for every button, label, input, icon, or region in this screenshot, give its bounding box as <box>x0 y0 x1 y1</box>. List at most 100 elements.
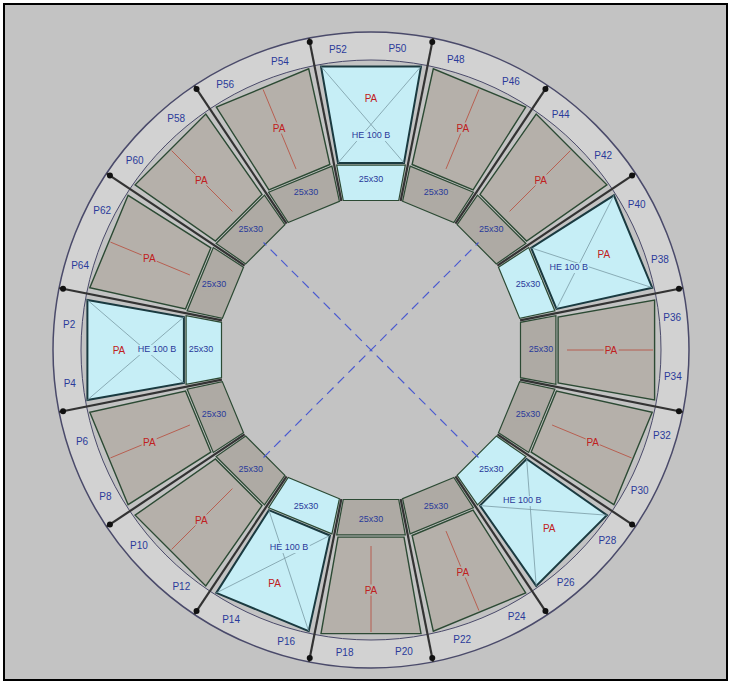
floor-slab <box>412 510 526 631</box>
span-line <box>446 531 479 610</box>
beam-profile: HE 100 B <box>269 543 310 553</box>
radial-beam <box>520 380 683 412</box>
radial-beam <box>455 86 547 224</box>
pillar <box>60 286 66 292</box>
pillar-label: P22 <box>452 633 472 644</box>
slab-diagonal <box>216 535 330 592</box>
beam-profile: HE 100 B <box>137 345 178 355</box>
floor-slab <box>321 66 421 162</box>
pillar <box>307 655 313 661</box>
slab-label: PA <box>194 175 209 186</box>
slab-label: PA <box>142 253 157 264</box>
pillar-label: P38 <box>650 253 670 264</box>
pillar-label: P52 <box>328 43 348 54</box>
slab-diagonal <box>531 248 652 288</box>
slab-label: PA <box>194 514 209 525</box>
pillar-label: P60 <box>125 155 145 166</box>
pillar-label: P46 <box>501 76 521 87</box>
beam-dimension: 25x30 <box>478 225 505 235</box>
floor-slab <box>531 195 652 309</box>
beam-dimension: 25x30 <box>188 345 215 355</box>
beam-dimension: 25x30 <box>238 465 265 475</box>
beam-dimension: 25x30 <box>201 280 228 290</box>
pillar-label: P58 <box>166 112 186 123</box>
ring-slab <box>521 316 556 385</box>
outer-ring-edge <box>81 60 661 640</box>
slab-label: PA <box>542 523 557 534</box>
span-line <box>446 89 479 168</box>
radial-beam <box>194 86 286 224</box>
span-line <box>263 89 296 168</box>
span-line <box>110 425 189 458</box>
radial-beam <box>401 499 433 662</box>
pillar-label: P44 <box>551 108 571 119</box>
slab-diagonal <box>87 300 184 383</box>
pillar <box>542 86 548 92</box>
pillar-label: P20 <box>394 646 414 657</box>
radial-beam <box>497 434 635 526</box>
slab-label: PA <box>585 436 600 447</box>
pillar-label: P64 <box>70 260 90 271</box>
pillar <box>194 608 200 614</box>
beam-profile: HE 100 B <box>548 263 589 273</box>
radial-beam <box>59 288 222 320</box>
pillar-label: P18 <box>335 646 355 657</box>
slab-diagonal <box>269 510 309 631</box>
slab-label: PA <box>272 123 287 134</box>
beam-dimension: 25x30 <box>238 225 265 235</box>
floor-slab <box>90 391 211 505</box>
pillar <box>107 173 113 179</box>
beam-dimension: 25x30 <box>293 502 320 512</box>
pillar-label: P14 <box>221 613 241 624</box>
pillar-label: P10 <box>129 539 149 550</box>
slab-diagonal <box>556 195 613 309</box>
pillar <box>307 39 313 45</box>
slab-diagonal <box>527 459 537 586</box>
slab-label: PA <box>142 436 157 447</box>
floor-slab <box>558 300 655 400</box>
slab-label: PA <box>456 123 471 134</box>
slab-label: PA <box>597 248 612 259</box>
radial-beam <box>59 380 222 412</box>
radial-beam <box>497 173 635 265</box>
slab-label: PA <box>364 93 379 104</box>
pillar <box>629 173 635 179</box>
slab-diagonal <box>87 317 184 400</box>
pillar-label: P34 <box>663 371 683 382</box>
drawing-ground <box>4 4 727 680</box>
pillar-label: P30 <box>630 484 650 495</box>
axis-line <box>264 243 479 458</box>
pillar-label: P50 <box>388 43 408 54</box>
pillar-label: P32 <box>652 429 672 440</box>
pillar <box>676 286 682 292</box>
pillar-label: P36 <box>662 312 682 323</box>
slab-diagonal <box>480 506 607 516</box>
pillar <box>676 408 682 414</box>
beam-profile: HE 100 B <box>351 131 392 141</box>
pillar <box>429 655 435 661</box>
beam-dimension: 25x30 <box>515 410 542 420</box>
pillar-label: P16 <box>276 635 296 646</box>
beam-dimension: 25x30 <box>515 280 542 290</box>
outer-ring-beam <box>53 32 689 668</box>
floor-slab <box>216 69 330 190</box>
ring-slab <box>337 165 406 200</box>
pillar-label: P4 <box>63 377 77 388</box>
span-line <box>172 489 233 550</box>
slab-diagonal <box>321 66 404 163</box>
radial-beam <box>107 434 245 526</box>
pillar-label: P8 <box>98 490 112 501</box>
radial-beam <box>309 38 341 201</box>
slab-label: PA <box>267 577 282 588</box>
beam-dimension: 25x30 <box>528 345 555 355</box>
beam-dimension: 25x30 <box>423 188 450 198</box>
slab-label: PA <box>456 566 471 577</box>
span-line <box>110 242 189 275</box>
pillar <box>542 608 548 614</box>
pillar <box>107 521 113 527</box>
beam-dimension: 25x30 <box>201 410 228 420</box>
slab-label: PA <box>112 345 127 356</box>
pillar-label: P12 <box>171 581 191 592</box>
